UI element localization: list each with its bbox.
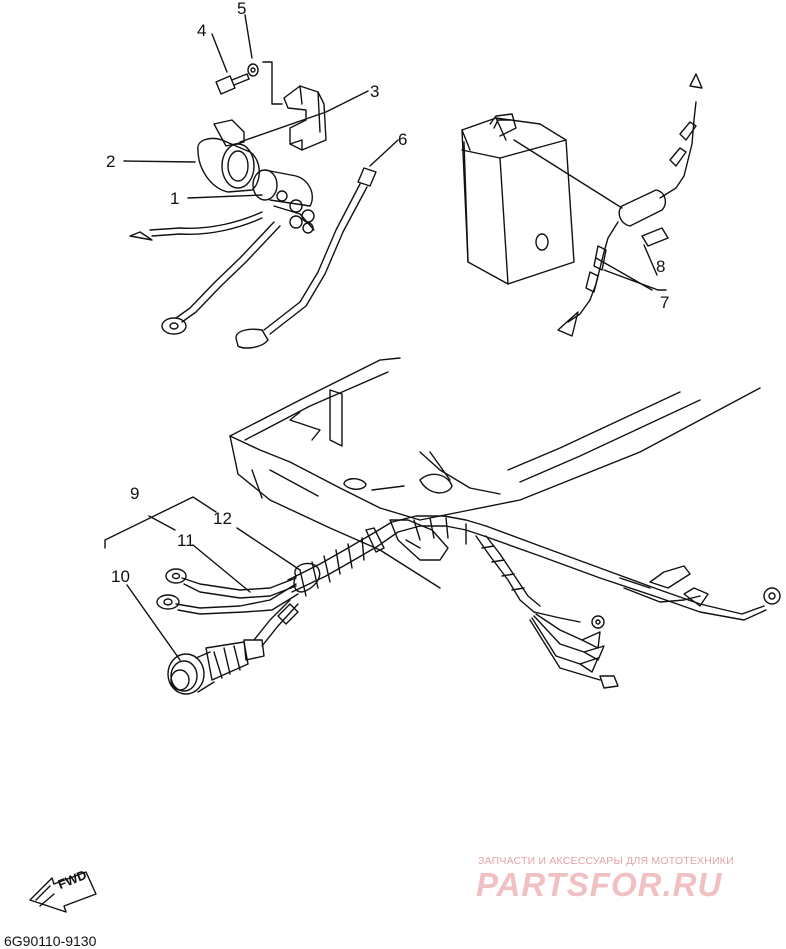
part-number-11: 11: [177, 531, 195, 550]
fuse-holder-part-7: [513, 73, 703, 337]
engine-housing: [229, 357, 761, 589]
cover-part-2: [197, 119, 260, 193]
part-number-7: 7: [660, 293, 670, 312]
relay-wires: [129, 211, 281, 335]
wiring-harness: [156, 515, 781, 689]
part-number-10: 10: [111, 567, 130, 586]
part-number-8: 8: [656, 257, 666, 276]
part-number-3: 3: [370, 82, 380, 101]
watermark-caption: ЗАПЧАСТИ И АКСЕССУАРЫ ДЛЯ МОТОТЕХНИКИ: [478, 855, 734, 867]
part-number-5: 5: [237, 0, 247, 18]
part-number-1: 1: [170, 189, 180, 208]
washer-part-5: [247, 63, 259, 77]
connector-part-10: [167, 639, 265, 695]
fuse-part-8: [641, 227, 669, 247]
part-number-6: 6: [398, 130, 408, 149]
cable-part-6: [235, 167, 377, 349]
part-number-4: 4: [197, 21, 207, 40]
part-number-9: 9: [130, 484, 140, 503]
bolt-part-4: [215, 73, 250, 95]
watermark-brand: PARTSFOR.RU: [476, 866, 723, 903]
part-number-12: 12: [213, 509, 232, 528]
battery-box: [461, 113, 575, 285]
fwd-arrow-icon: [29, 871, 97, 913]
bracket-part-3: [283, 85, 327, 151]
leader-lines: [104, 14, 667, 661]
relay-part-1: [252, 169, 315, 234]
catalog-code: 6G90110-9130: [4, 933, 97, 949]
part-number-2: 2: [106, 152, 116, 171]
